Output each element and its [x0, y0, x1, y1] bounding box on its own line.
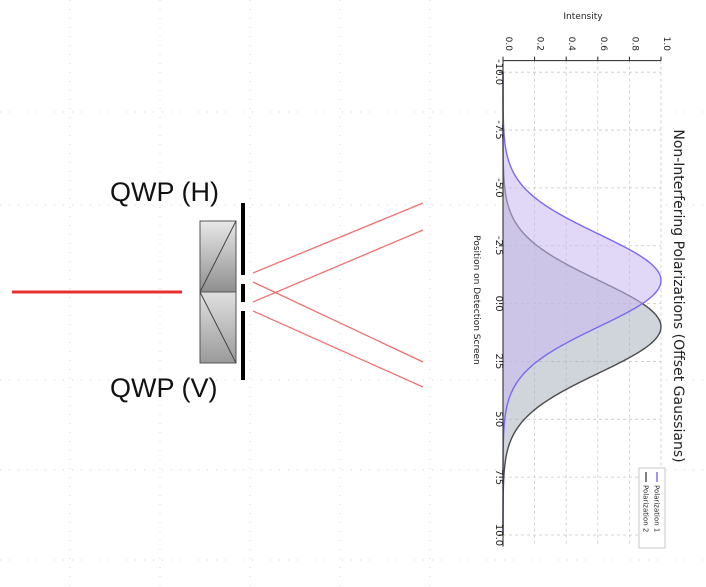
position-tick-label-2: -5.0	[493, 178, 504, 198]
qwp-v-label: QWP (V)	[110, 373, 218, 403]
position-tick-label-8: 10.0	[493, 524, 504, 546]
qwp-diagonal-1	[199, 220, 237, 293]
intensity-tick-label-4: 0.8	[629, 37, 639, 52]
legend-label-1: Polarization 1	[653, 485, 661, 532]
position-tick-label-1: -7.5	[493, 120, 504, 140]
position-tick-label-3: -2.5	[493, 236, 504, 256]
position-tick-label-5: 2.5	[493, 353, 504, 369]
position-tick-label-0: -10.0	[493, 59, 504, 85]
position-axis-label: Position on Detection Screen	[471, 235, 481, 365]
beam-lower-slit-down	[252, 310, 424, 388]
intensity-tick-label-0: 0.0	[503, 37, 513, 52]
series-area-1	[503, 72, 661, 535]
beam-lower-slit-up	[252, 229, 424, 303]
intensity-tick-label-3: 0.6	[598, 37, 608, 52]
intensity-tick-label-2: 0.4	[566, 37, 576, 52]
legend-box	[638, 467, 666, 549]
qwp-h-label: QWP (H)	[110, 177, 219, 207]
diffracted-beams	[252, 202, 424, 388]
quarter-wave-plate-block	[199, 220, 237, 364]
optics-diagram: QWP (H) QWP (V)	[12, 177, 424, 403]
intensity-tick-label-1: 0.2	[535, 37, 545, 51]
beam-upper-slit-up	[252, 202, 424, 274]
intensity-tick-label-5: 1.0	[661, 37, 671, 52]
position-tick-label-7: 7.5	[493, 469, 504, 485]
intensity-axis-label: Intensity	[563, 12, 603, 22]
position-tick-label-6: 5.0	[493, 411, 504, 427]
position-tick-label-4: 0.0	[493, 296, 504, 312]
intensity-chart: 0.0 0.2 0.4 0.6 0.8 1.0 -10.0 -7.5 -5.0 -2.5 0.0 2.…	[471, 12, 686, 549]
beam-upper-slit-down	[252, 281, 424, 363]
qwp-diagonal-2	[199, 291, 237, 364]
chart-title: Non-Interfering Polarizations (Offset Ga…	[670, 129, 686, 462]
legend-label-2: Polarization 2	[642, 485, 650, 532]
